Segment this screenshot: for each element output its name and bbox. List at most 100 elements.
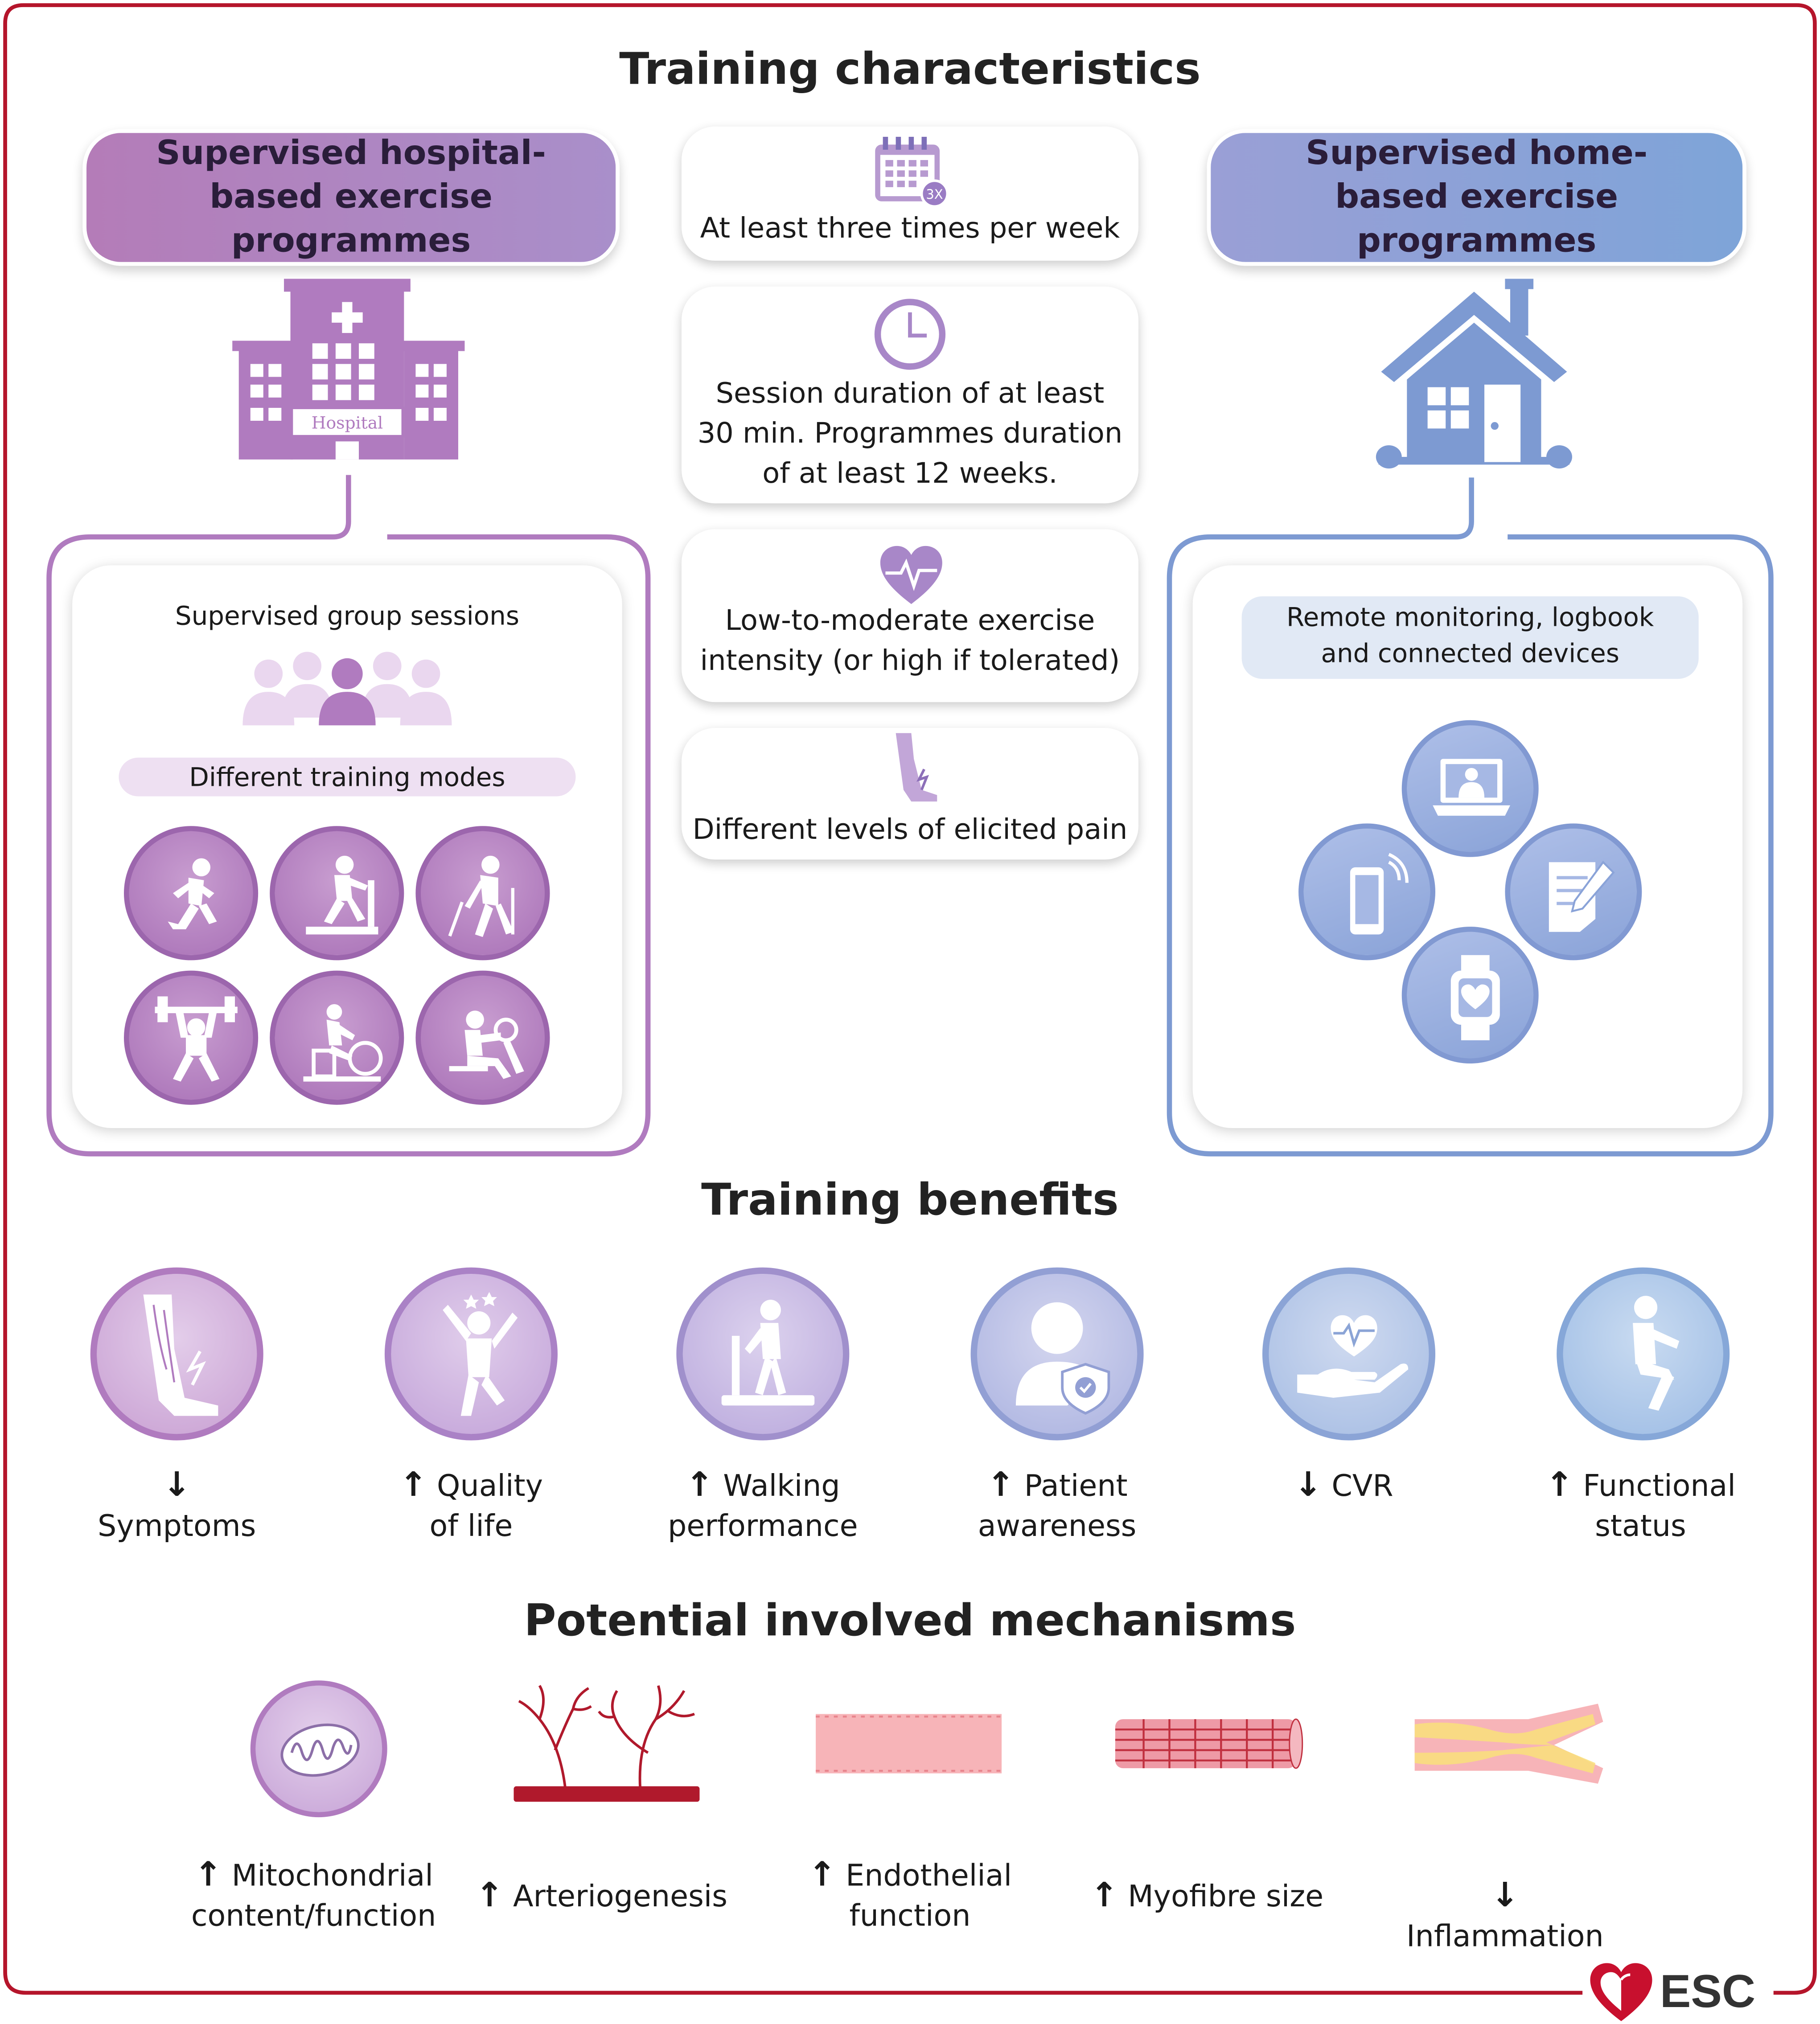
arrow-up-icon: ↑ — [194, 1856, 222, 1895]
walking-performance-benefit — [676, 1267, 850, 1441]
endothelium-illustration — [816, 1714, 1002, 1774]
arrow-up-icon: ↑ — [399, 1466, 427, 1505]
arrow-down-icon: ↓ — [1294, 1466, 1323, 1505]
arrow-down-icon: ↓ — [1491, 1876, 1519, 1916]
home-programme-heading: Supervised home-based exercise programme… — [1207, 129, 1746, 266]
patient-awareness-benefit — [970, 1267, 1144, 1441]
cycle-ergometer-icon — [303, 1004, 383, 1082]
house-icon — [1376, 279, 1572, 469]
benefit-cvr-label: CVR — [1331, 1470, 1393, 1504]
duration-text: Session duration of at least 30 min. Pro… — [697, 378, 1123, 491]
intensity-text: Low-to-moderate exercise intensity (or h… — [700, 605, 1120, 678]
benefit-patient-awareness-label: Patient awareness — [978, 1470, 1137, 1544]
training-modes-bar: Different training modes — [119, 757, 576, 796]
mechanism-arteriogenesis: ↑ Arteriogenesis — [472, 1876, 731, 1918]
mechanism-mitochondrial-label: Mitochondrial content/function — [191, 1860, 436, 1934]
benefit-patient-awareness: ↑ Patient awareness — [963, 1466, 1151, 1548]
arrow-up-icon: ↑ — [986, 1466, 1015, 1505]
smartwatch-device — [1401, 927, 1539, 1064]
heart-pulse-icon — [880, 546, 942, 604]
training-mode-running — [123, 826, 259, 961]
treadmill-walker-icon — [721, 1299, 815, 1406]
arrow-up-icon: ↑ — [808, 1856, 836, 1895]
leg-pain-icon — [143, 1294, 218, 1416]
clock-icon — [874, 299, 946, 370]
intensity-card: Low-to-moderate exercise intensity (or h… — [681, 529, 1139, 702]
benefit-quality-of-life: ↑ Quality of life — [387, 1466, 555, 1548]
logbook-icon — [1549, 861, 1615, 932]
benefit-symptoms-label: Symptoms — [98, 1510, 256, 1544]
inflamed-artery-illustration — [1414, 1704, 1603, 1784]
benefit-cvr: ↓ CVR — [1260, 1466, 1427, 1508]
benefit-functional-status-label: Functional status — [1583, 1470, 1736, 1544]
mechanism-mitochondrial: ↑ Mitochondrial content/function — [178, 1856, 449, 1937]
mechanism-endothelial: ↑ Endothelial function — [800, 1856, 1019, 1937]
duration-card: Session duration of at least 30 min. Pro… — [681, 286, 1139, 504]
remote-monitoring-label: Remote monitoring, logbook and connected… — [1241, 596, 1699, 679]
smartphone-icon — [1350, 853, 1409, 935]
training-characteristics-title: Training characteristics — [619, 44, 1201, 96]
remote-monitoring-text: Remote monitoring, logbook and connected… — [1286, 601, 1654, 669]
running-icon — [168, 858, 217, 929]
calendar-badge: 3X — [926, 187, 943, 202]
mechanism-myofibre: ↑ Myofibre size — [1084, 1876, 1329, 1918]
benefit-symptoms: ↓ Symptoms — [80, 1466, 274, 1548]
hospital-heading-text: Supervised hospital-based exercise progr… — [156, 134, 546, 261]
training-mode-nordic-walking — [415, 826, 550, 961]
hand-heart-icon — [1297, 1315, 1409, 1398]
group-people-icon — [242, 652, 452, 726]
pain-text: Different levels of elicited pain — [692, 814, 1128, 847]
mechanism-inflammation: ↓ Inflammation — [1389, 1876, 1621, 1958]
arm-ergometer-icon — [449, 1010, 524, 1079]
group-sessions-label: Supervised group sessions — [175, 600, 520, 631]
person-shield-icon — [1015, 1302, 1110, 1415]
mitochondrion-icon — [280, 1723, 360, 1777]
esc-logo-text: ESC — [1660, 1964, 1756, 2017]
arrow-down-icon: ↓ — [163, 1466, 191, 1505]
benefit-walking-performance-label: Walking performance — [668, 1470, 858, 1544]
smartphone-device — [1298, 823, 1436, 961]
mechanism-myofibre-label: Myofibre size — [1128, 1880, 1324, 1914]
functional-status-benefit — [1557, 1267, 1730, 1441]
squatting-person-icon — [1633, 1296, 1680, 1411]
painful-leg-icon — [896, 733, 937, 802]
mechanism-arteriogenesis-label: Arteriogenesis — [513, 1880, 728, 1914]
pain-card: Different levels of elicited pain — [681, 728, 1139, 860]
benefit-walking-performance: ↑ Walking performance — [658, 1466, 867, 1548]
myofibre-illustration — [1115, 1718, 1303, 1769]
weightlifting-icon — [155, 996, 238, 1082]
arrow-up-icon: ↑ — [1090, 1876, 1118, 1916]
hospital-sign-text: Hospital — [312, 413, 383, 432]
smartwatch-icon — [1450, 955, 1500, 1040]
arteriogenesis-illustration — [514, 1685, 700, 1802]
mechanisms-title: Potential involved mechanisms — [524, 1595, 1296, 1647]
nordic-walking-icon — [448, 855, 514, 937]
hospital-building-icon: Hospital — [232, 279, 465, 460]
training-mode-cycle-ergometer — [270, 970, 404, 1105]
arrow-up-icon: ↑ — [475, 1876, 504, 1916]
training-mode-arm-ergometer — [415, 970, 550, 1105]
frequency-text: At least three times per week — [700, 213, 1120, 246]
hospital-programme-heading: Supervised hospital-based exercise progr… — [82, 129, 620, 266]
side-panel-outlines — [46, 475, 1774, 1157]
esc-heart-icon — [1590, 1963, 1652, 2021]
training-mode-treadmill — [270, 826, 404, 961]
treadmill-icon — [306, 855, 378, 935]
symptoms-benefit — [90, 1267, 263, 1441]
benefit-functional-status: ↑ Functional status — [1544, 1466, 1737, 1548]
happy-person-icon — [443, 1292, 518, 1416]
arrow-up-icon: ↑ — [685, 1466, 714, 1505]
laptop-doctor-device — [1401, 720, 1539, 857]
training-benefits-title: Training benefits — [701, 1174, 1119, 1226]
frequency-card: 3X At least three times per week — [681, 126, 1139, 261]
arrow-up-icon: ↑ — [1545, 1466, 1574, 1505]
logbook-device — [1505, 823, 1642, 961]
mitochondrion-illustration — [250, 1680, 387, 1818]
mechanism-inflammation-label: Inflammation — [1406, 1920, 1604, 1954]
home-heading-text: Supervised home-based exercise programme… — [1306, 134, 1648, 261]
esc-logo: ESC — [1582, 1959, 1774, 2024]
calendar-3x-icon: 3X — [875, 136, 949, 208]
benefit-quality-of-life-label: Quality of life — [429, 1470, 543, 1544]
quality-of-life-benefit — [384, 1267, 558, 1441]
